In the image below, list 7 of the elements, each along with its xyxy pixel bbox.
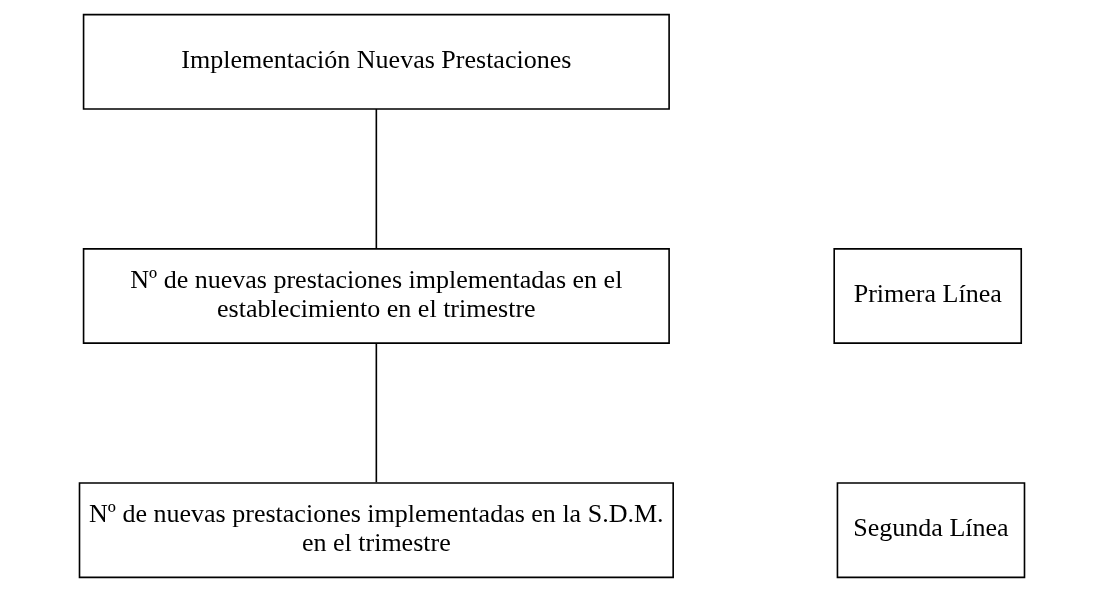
connector <box>375 342 377 484</box>
connector <box>375 108 377 249</box>
node-box: Nº de nuevas prestaciones implementadas en el establecimiento en el trimestre <box>82 248 670 344</box>
node-box: Segunda Línea <box>836 482 1025 579</box>
node-box: Implementación Nuevas Prestaciones <box>82 13 670 110</box>
node-box: Nº de nuevas prestaciones implementadas en la S.D.M. en el trimestre <box>78 482 674 579</box>
node-box: Primera Línea <box>832 248 1022 344</box>
